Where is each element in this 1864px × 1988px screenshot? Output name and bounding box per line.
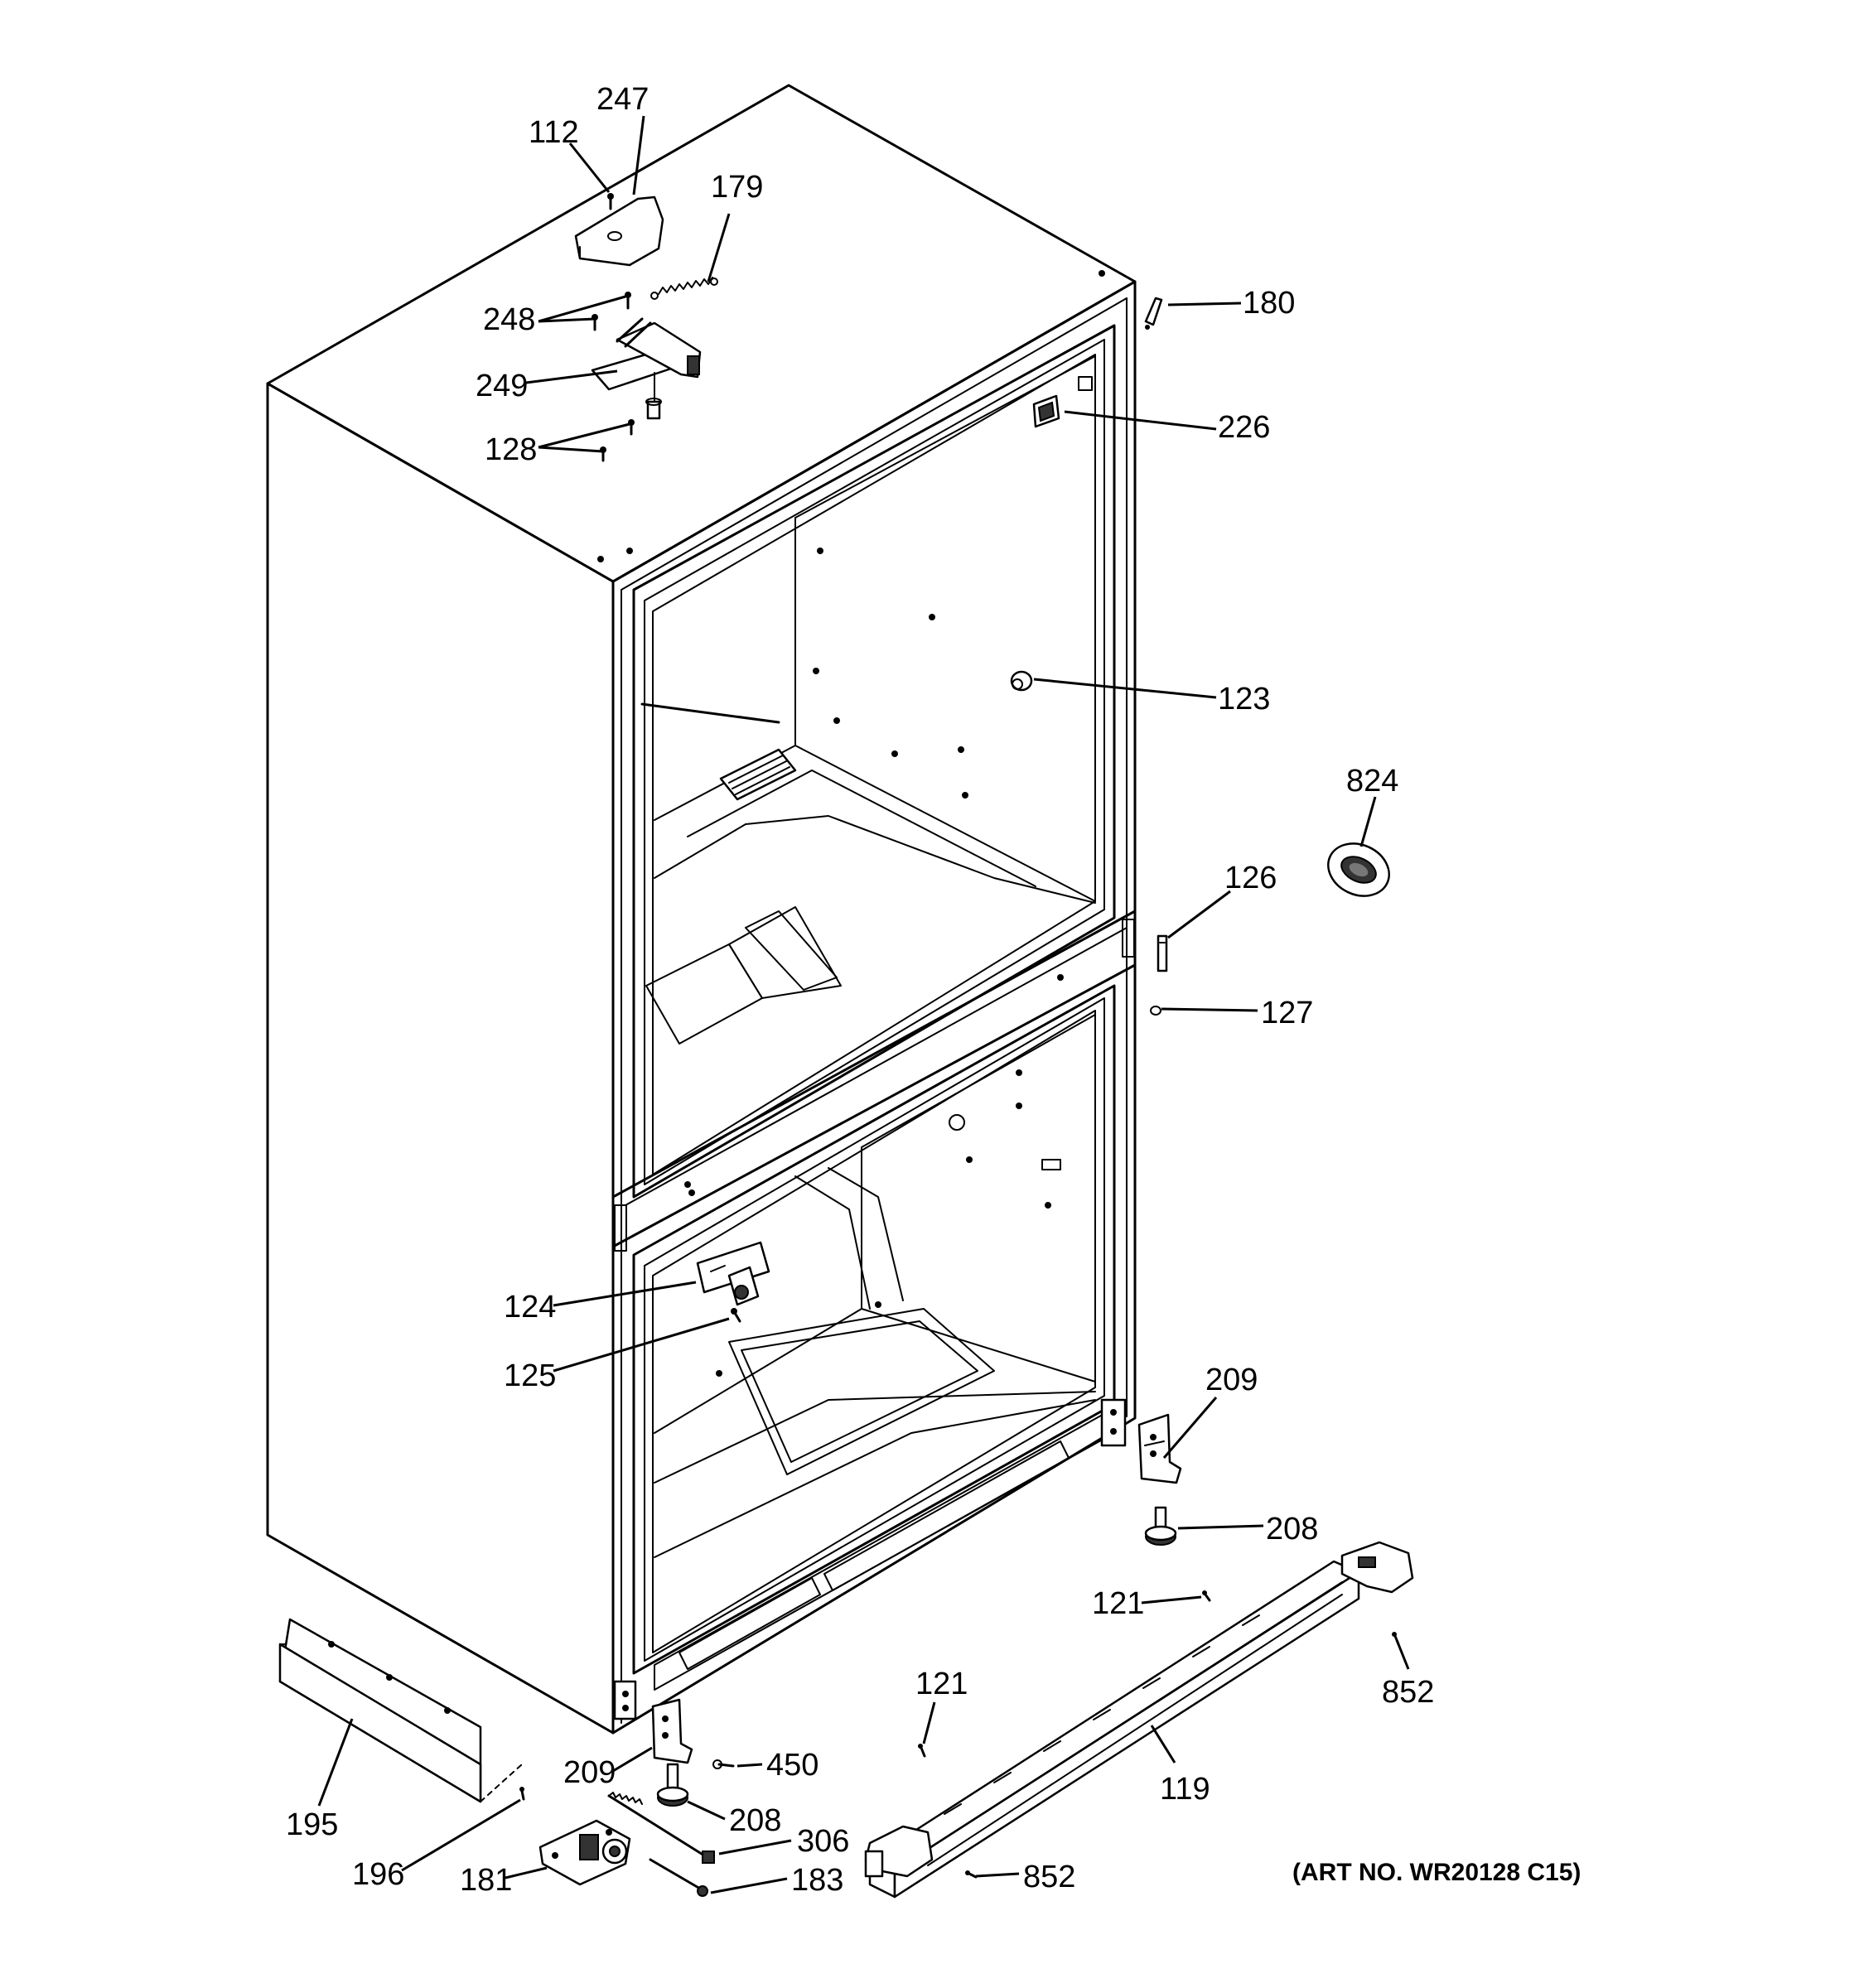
label-208-left: 208: [729, 1803, 781, 1838]
screw-121-right: [1202, 1590, 1211, 1602]
part-126: [1157, 934, 1168, 972]
label-824: 824: [1346, 764, 1398, 799]
label-123: 123: [1218, 682, 1270, 717]
label-209-right: 209: [1205, 1363, 1258, 1397]
leveler-208-left: [656, 1763, 689, 1807]
hinge-cover-247: [574, 195, 664, 267]
leader-lines: [317, 115, 1410, 1894]
bracket-209-left: [651, 1698, 693, 1764]
part-labels: 112 247 179 248 249 128 180 226 123 824 …: [286, 82, 1581, 1898]
label-852-bottom: 852: [1023, 1860, 1075, 1894]
label-124: 124: [504, 1290, 556, 1325]
screw-196: [519, 1787, 525, 1801]
kick-plate-195: [278, 1618, 523, 1803]
screw-450: [712, 1759, 735, 1769]
part-127: [1150, 1006, 1161, 1016]
label-195: 195: [286, 1807, 338, 1842]
label-121-right: 121: [1092, 1586, 1144, 1621]
label-127: 127: [1261, 996, 1313, 1030]
base-grille-119: [864, 1541, 1414, 1899]
label-450: 450: [766, 1748, 819, 1783]
rod-306: [607, 1792, 715, 1864]
label-119: 119: [1160, 1772, 1210, 1807]
label-306: 306: [797, 1824, 849, 1859]
label-183: 183: [791, 1863, 843, 1898]
hinge-249: [591, 317, 702, 420]
screw-112: [607, 193, 614, 210]
label-121-left: 121: [915, 1667, 968, 1701]
part-125: [731, 1308, 741, 1323]
label-126: 126: [1224, 861, 1277, 895]
spring-179: [650, 277, 718, 300]
part-226: [1032, 394, 1060, 428]
label-125: 125: [504, 1358, 556, 1393]
label-196: 196: [352, 1857, 404, 1892]
label-180: 180: [1243, 286, 1295, 321]
leveler-208-right: [1144, 1506, 1177, 1546]
part-123: [1010, 670, 1033, 692]
label-852-right: 852: [1382, 1675, 1434, 1710]
screw-121-left: [918, 1744, 926, 1758]
label-247: 247: [596, 82, 649, 117]
label-179: 179: [711, 170, 763, 205]
bracket-209-right: [1137, 1413, 1182, 1484]
bolt-183: [649, 1858, 708, 1897]
part-124: [696, 1241, 770, 1306]
label-208-right: 208: [1266, 1512, 1318, 1546]
label-181: 181: [460, 1863, 512, 1898]
square-cutout: [1078, 376, 1093, 391]
cabinet: [266, 84, 1137, 1735]
screws-248: [592, 292, 631, 331]
part-180: [1144, 297, 1163, 330]
air-vent: [719, 748, 797, 801]
label-209-left: 209: [563, 1755, 616, 1790]
label-226: 226: [1218, 410, 1270, 445]
label-112: 112: [529, 115, 579, 150]
label-128: 128: [485, 432, 537, 467]
screw-852-bottom: [965, 1870, 978, 1879]
label-248: 248: [483, 302, 535, 337]
part-824: [1327, 842, 1390, 897]
art-number: (ART NO. WR20128 C15): [1292, 1859, 1581, 1886]
roller-181: [538, 1819, 631, 1886]
label-249: 249: [476, 369, 528, 403]
